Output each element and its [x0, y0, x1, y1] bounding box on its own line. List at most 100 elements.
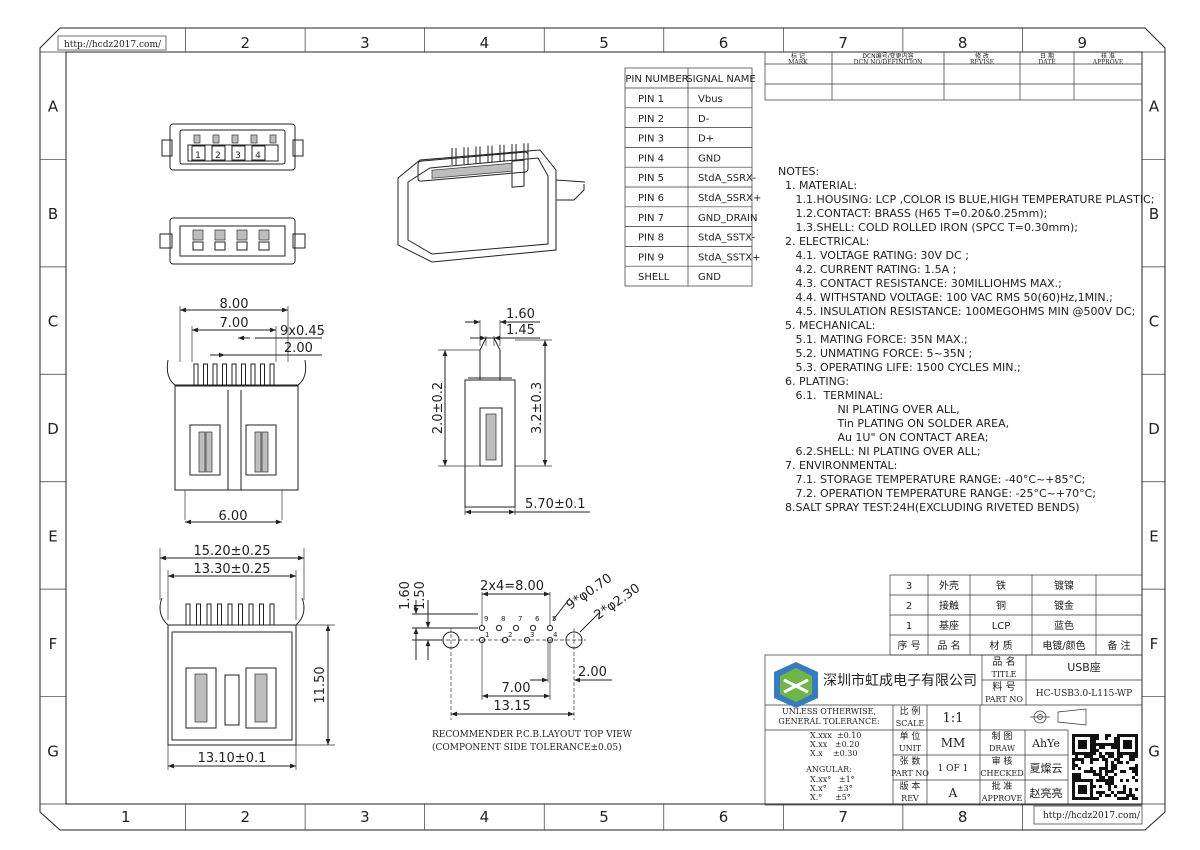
row-label-left: D [47, 420, 59, 438]
note-line: 6.1. TERMINAL: [778, 389, 883, 402]
qr-code [1072, 734, 1138, 800]
check-value: 夏燦云 [1030, 762, 1063, 775]
revision-header-en: DCN NO/DEFINITION [854, 59, 923, 66]
revision-header-en: APPROVE [1092, 59, 1123, 66]
svg-text:单 位: 单 位 [900, 730, 921, 742]
bom-cell: 基座 [939, 619, 959, 632]
tolerance-line: X.x ±0.30 [810, 749, 857, 758]
url-box-top [57, 35, 167, 51]
draw-value: AhYe [1031, 737, 1060, 750]
note-line: 1.3.SHELL: COLD ROLLED IRON (SPCC T=0.30… [778, 221, 1078, 234]
row-label-right: D [1148, 420, 1160, 438]
svg-text:SCALE: SCALE [896, 719, 925, 728]
url-bottom: http://hcdz2017.com/ [1043, 811, 1141, 821]
note-line: 5. MECHANICAL: [778, 319, 875, 332]
revision-header-en: DATE [1038, 59, 1055, 66]
note-line: Tin PLATING ON SOLDER AREA, [778, 417, 1009, 430]
dim-7-00: 7.00 [220, 316, 249, 331]
url-top: http://hcdz2017.com/ [64, 40, 162, 50]
note-line: 1. MATERIAL: [778, 179, 857, 192]
svg-text:UNLESS OTHERWISE,: UNLESS OTHERWISE, [782, 707, 876, 716]
angular-line: X.x° ±3° [810, 784, 853, 793]
svg-text:TITLE: TITLE [992, 670, 1017, 679]
pin-signal: D- [698, 114, 710, 125]
svg-text:审 核: 审 核 [992, 755, 1013, 767]
row-label-right: G [1148, 742, 1160, 760]
note-line: 1.2.CONTACT: BRASS (H65 T=0.20&0.25mm); [778, 207, 1047, 220]
pcb-dim-7-00: 7.00 [502, 681, 531, 696]
note-line: 5.1. MATING FORCE: 35N MAX.; [778, 333, 968, 346]
bom-cell: 镀金 [1054, 599, 1074, 612]
row-label-left: B [48, 205, 58, 223]
pin-number: PIN 5 [638, 173, 664, 184]
note-line: 6. PLATING: [778, 375, 849, 388]
dim-8-00: 8.00 [220, 297, 249, 312]
col-label-top: 4 [480, 34, 490, 52]
col-label-bottom: 5 [599, 808, 609, 826]
pcb-caption-1: RECOMMENDER P.C.B.LAYOUT TOP VIEW [432, 730, 633, 740]
col-label-top: 7 [838, 34, 848, 52]
row-label-right: E [1149, 527, 1158, 545]
part-number: HC-USB3.0-L115-WP [1036, 689, 1133, 699]
col-label-top: 5 [599, 34, 609, 52]
svg-text:APPROVE: APPROVE [981, 794, 1023, 803]
note-line: 5.3. OPERATING LIFE: 1500 CYCLES MIN.; [778, 361, 1021, 374]
bom-cell: 2 [906, 601, 912, 612]
col-label-top: 2 [241, 34, 251, 52]
note-line: NI PLATING OVER ALL, [778, 403, 960, 416]
bom-cell: 蓝色 [1054, 619, 1074, 632]
row-label-left: E [48, 527, 57, 545]
dim-11-50: 11.50 [313, 666, 328, 703]
pin-signal: GND [698, 153, 721, 164]
bom-cell: 3 [906, 581, 912, 592]
svg-text:品 名: 品 名 [992, 655, 1015, 668]
pin-signal: GND_DRAIN [698, 213, 757, 224]
svg-text:批 准: 批 准 [992, 780, 1013, 792]
pin-number: SHELL [638, 272, 670, 283]
projection-symbol-icon [1030, 708, 1087, 726]
note-line: Au 1U" ON CONTACT AREA; [778, 431, 988, 444]
pcb-dim-2x4: 2x4=8.00 [480, 579, 544, 594]
note-line: 4.4. WITHSTAND VOLTAGE: 100 VAC RMS 50(6… [778, 291, 1113, 304]
dim-2-0: 2.0±0.2 [431, 382, 446, 434]
dim-13-10: 13.10±0.1 [198, 751, 267, 766]
dim-2-00: 2.00 [284, 341, 313, 356]
bom-header: 电镀/颜色 [1042, 639, 1085, 652]
bottom-dimension-view: 15.20±0.25 13.30±0.25 11.50 13.10±0.1 [159, 544, 335, 770]
svg-text:张 数: 张 数 [900, 755, 921, 767]
bom-cell: 外壳 [939, 579, 959, 592]
col-label-bottom: 7 [838, 808, 848, 826]
bom-cell: LCP [992, 621, 1011, 632]
pin-signal: StdA_SSRX- [698, 173, 756, 184]
outer-frame [39, 27, 1166, 831]
company-name: 深圳市虹成电子有限公司 [823, 672, 977, 689]
pcb-pin-label: 2 [508, 631, 512, 639]
note-line: NOTES: [778, 165, 819, 178]
contact-number: 4 [255, 151, 261, 161]
bom-cell: 1 [906, 621, 912, 632]
note-line: 4.3. CONTACT RESISTANCE: 30MILLIOHMS MAX… [778, 277, 1062, 290]
bom-header: 序 号 [897, 639, 920, 652]
bom-cell: 接触 [939, 599, 959, 612]
svg-text:UNIT: UNIT [899, 744, 922, 753]
pin-signal: GND [698, 272, 721, 283]
pin-number: PIN 7 [638, 213, 664, 224]
pin-number: PIN 1 [638, 94, 664, 105]
dim-13-30: 13.30±0.25 [193, 562, 270, 577]
col-label-bottom: 3 [360, 808, 370, 826]
row-label-right: C [1149, 313, 1159, 331]
notes-block: NOTES: 1. MATERIAL: 1.1.HOUSING: LCP ,CO… [778, 165, 1154, 514]
pcb-pin-label: 1 [485, 631, 489, 639]
rev-value: A [948, 786, 958, 800]
bom-cell: 镀镍 [1054, 579, 1074, 592]
pin-number: PIN 6 [638, 193, 664, 204]
row-label-left: A [48, 98, 59, 116]
dim-9x0-45: 9x0.45 [280, 324, 325, 339]
pcb-dim-1-60: 1.60 [398, 581, 413, 610]
contact-number: 2 [215, 151, 221, 161]
